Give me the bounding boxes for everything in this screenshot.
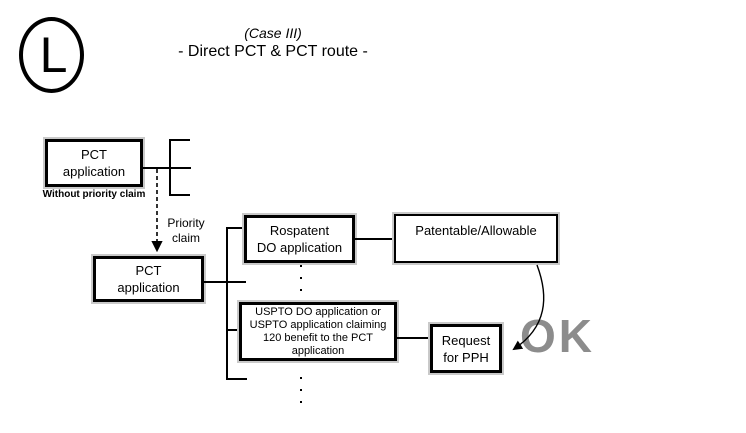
case-badge-letter: L <box>39 27 68 83</box>
uspto-line4: application <box>291 344 345 357</box>
without-priority-claim-note: Without priority claim <box>42 189 146 200</box>
ok-result-label: OK <box>520 310 595 362</box>
case-badge-oval: L <box>19 17 84 93</box>
request-for-pph-box: Request for PPH <box>430 324 502 373</box>
pct1-line2: application <box>62 164 126 179</box>
patentable-allowable-box: Patentable/Allowable <box>394 214 558 263</box>
fork1-vertical <box>169 139 171 196</box>
priority-claim-line1: Priority <box>167 216 205 230</box>
pct2-line1: PCT <box>135 263 162 278</box>
pct-application-box-1: PCT application <box>45 139 143 187</box>
fork1-prong-top <box>169 139 190 141</box>
uspto-line1: USPTO DO application or <box>255 305 381 318</box>
priority-claim-line2: claim <box>171 231 200 245</box>
fork1-prong-bottom <box>169 194 190 196</box>
uspto-do-application-box: USPTO DO application or USPTO applicatio… <box>239 302 397 361</box>
rospatent-do-application-box: Rospatent DO application <box>244 215 355 263</box>
fork2-prong-bottom <box>226 378 247 380</box>
continuation-dots-lower <box>300 377 302 403</box>
uspto-line3: 120 benefit to the PCT <box>262 331 374 344</box>
connector-pct1-fork <box>141 167 191 169</box>
connector-uspto-request <box>396 337 430 339</box>
connector-pct2-fork <box>202 281 246 283</box>
rospatent-line1: Rospatent <box>269 223 330 238</box>
pct1-line1: PCT <box>81 147 107 162</box>
connector-rospatent-patentable <box>354 238 395 240</box>
continuation-dots-upper <box>300 265 302 291</box>
pct-application-box-2: PCT application <box>93 256 204 302</box>
fork2-prong-rospatent <box>226 227 245 229</box>
request-line1: Request <box>441 332 491 348</box>
case-number-label: (Case III) <box>244 25 302 41</box>
uspto-line2: USPTO application claiming <box>249 318 387 331</box>
rospatent-line2: DO application <box>256 240 343 255</box>
priority-claim-label: Priority claim <box>160 216 212 246</box>
pct2-line2: application <box>117 280 180 295</box>
fork2-prong-uspto <box>226 329 240 331</box>
patentable-label: Patentable/Allowable <box>415 223 537 238</box>
request-line2: for PPH <box>443 349 489 365</box>
diagram-title: (Case III) - Direct PCT & PCT route - <box>120 24 426 62</box>
fork2-vertical <box>226 227 228 380</box>
route-label: - Direct PCT & PCT route - <box>178 43 368 60</box>
